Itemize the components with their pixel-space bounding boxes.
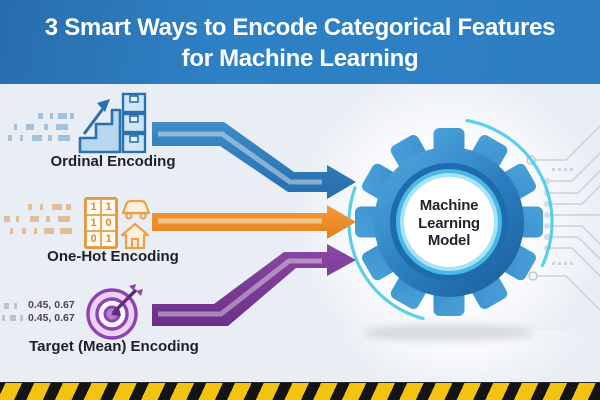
model-label-line-2: Learning [418,214,480,232]
matrix-cell: 1 [101,231,116,247]
matrix-cell: 1 [86,199,101,215]
matrix-cell: 1 [101,199,116,215]
matrix-cell: 0 [86,231,101,247]
binary-dashes-blue-decor [8,113,74,141]
house-icon [121,222,149,250]
car-icon [121,199,151,220]
binary-dashes-gray-decor [2,303,23,321]
hazard-stripe-footer [0,382,600,400]
circuit-traces-decor [535,125,600,311]
one-hot-encoding-label: One-Hot Encoding [47,248,179,265]
ordinal-encoding-label: Ordinal Encoding [50,153,176,170]
binary-matrix-icon: 1 1 1 0 0 1 [84,197,118,249]
gear-shadow-decor [363,325,535,341]
header-banner: 3 Smart Ways to Encode Categorical Featu… [0,0,600,84]
target-flow-arrow [152,244,356,326]
model-label: Machine Learning Model [389,197,509,250]
ordinal-flow-arrow [152,122,356,199]
one-hot-flow-arrow [152,205,356,239]
model-label-line-3: Model [427,232,471,249]
model-label-line-1: Machine [419,197,479,214]
matrix-cell: 1 [86,215,101,231]
gear-icon [355,128,543,316]
title-line-2: for Machine Learning [181,45,419,72]
title-line-1: 3 Smart Ways to Encode Categorical Featu… [44,14,556,41]
matrix-cell: 0 [101,215,116,231]
binary-dashes-orange-decor [4,204,72,234]
swoosh-arcs-decor [347,119,554,321]
target-values-line-2: 0.45, 0.67 [28,312,75,324]
target-values-line-1: 0.45, 0.67 [28,299,75,311]
target-mean-values: 0.45, 0.67 0.45, 0.67 [28,299,75,325]
stairs-growth-boxes-icon [78,92,147,154]
bullseye-dart-icon [86,284,143,340]
target-encoding-label: Target (Mean) Encoding [29,338,199,355]
